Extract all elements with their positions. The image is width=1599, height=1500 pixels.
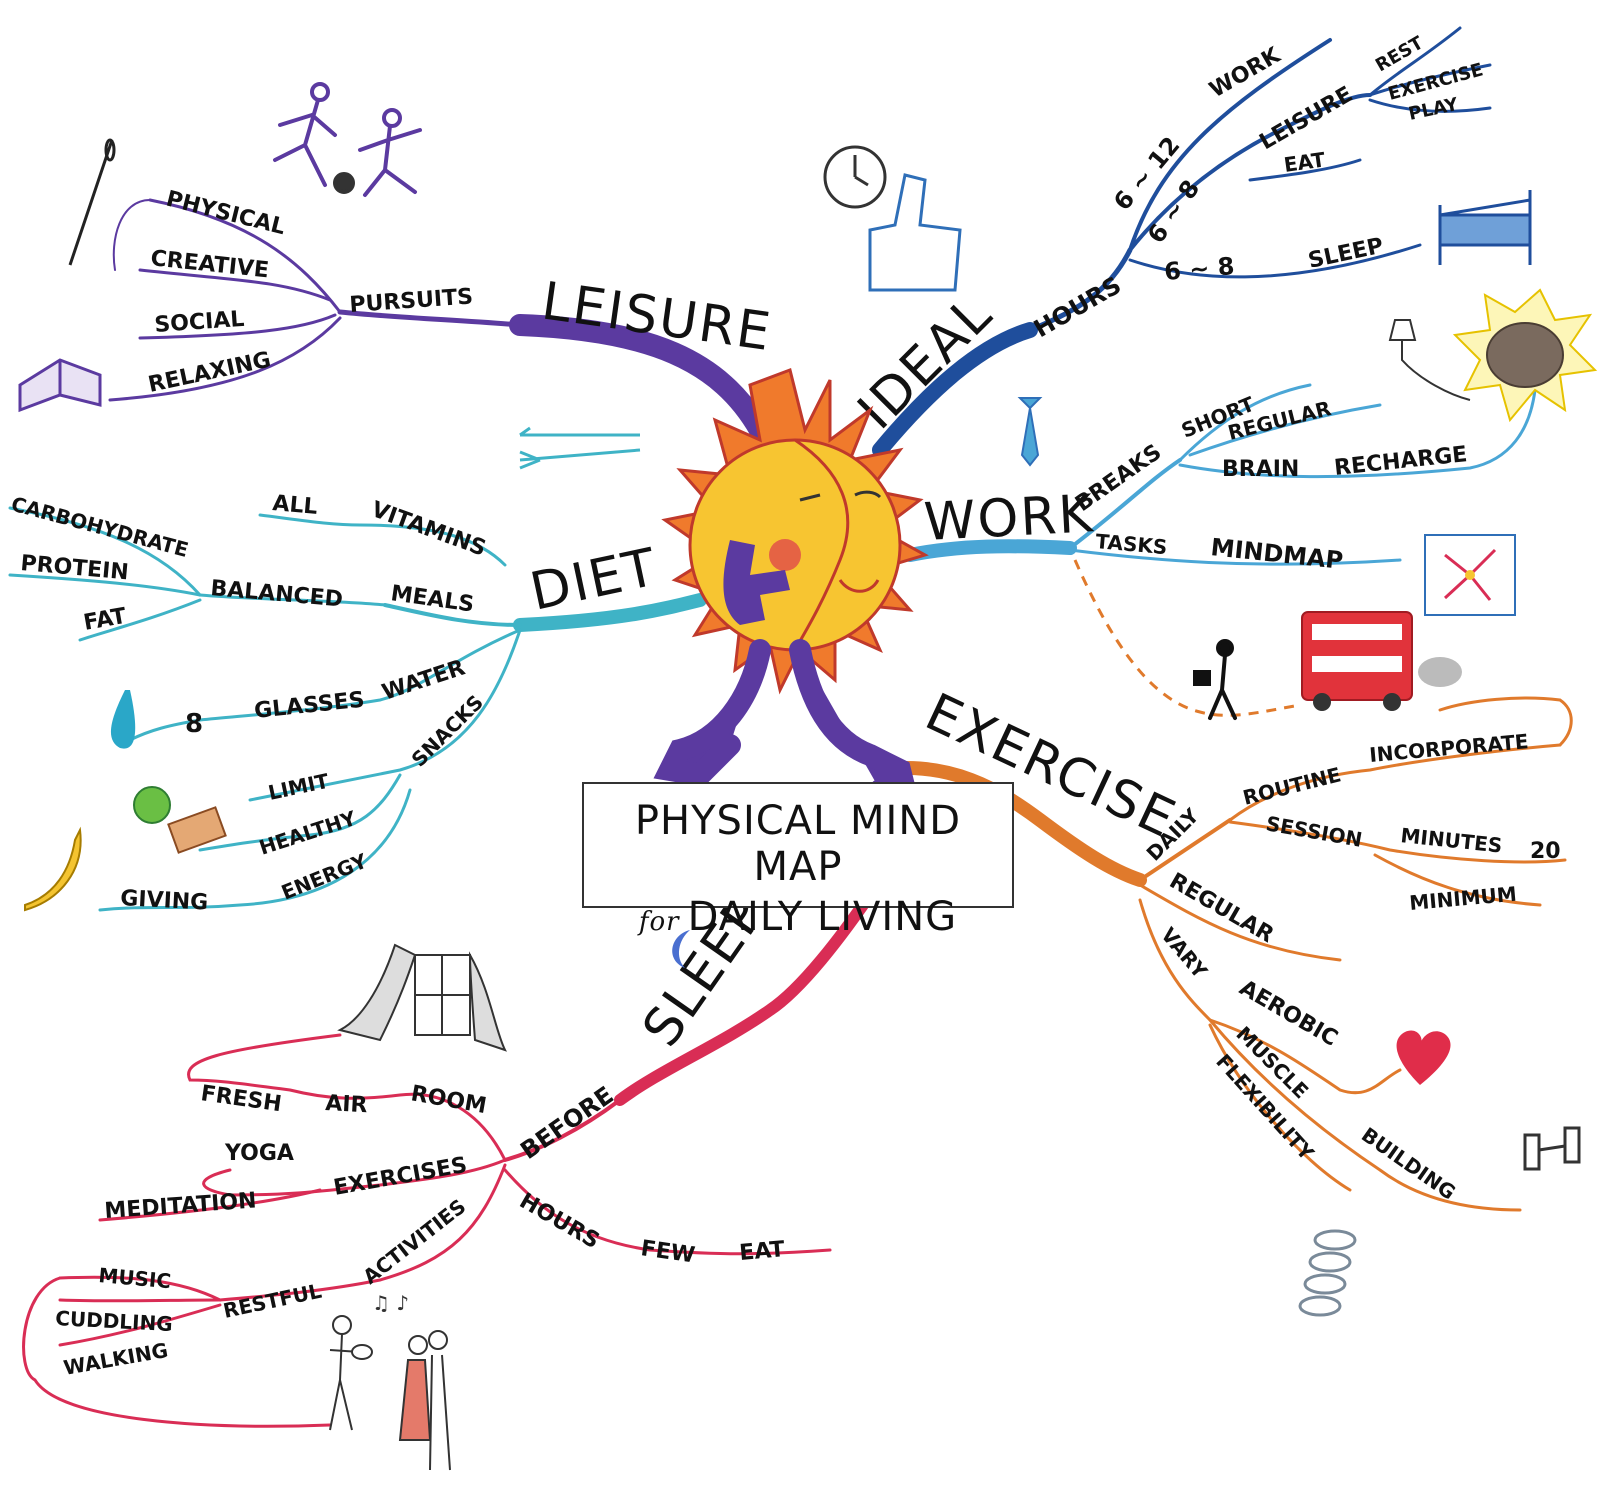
exercise-branch <box>873 696 1573 1212</box>
commute-dashed-line <box>1073 559 1301 717</box>
clock-icon <box>823 145 887 209</box>
rest-label: REST <box>1372 32 1428 76</box>
glasses-label: GLASSES <box>253 688 366 724</box>
musician-icon <box>329 1315 373 1431</box>
music-label: MUSIC <box>98 1263 172 1293</box>
eat-label: EAT <box>738 1237 785 1266</box>
snacks-label: SNACKS <box>407 690 488 771</box>
relaxing-label: RELAXING <box>146 348 273 398</box>
ideal-eat-label: EAT <box>1282 147 1327 177</box>
sleep-branch <box>22 874 886 1428</box>
energy-label: ENERGY <box>278 849 371 905</box>
moon-icon <box>672 930 690 968</box>
giving-label: GIVING <box>120 886 209 916</box>
pursuits-label: PURSUITS <box>349 284 474 318</box>
spring-icon <box>1298 1229 1357 1317</box>
hours-sleep-label: HOURS <box>515 1189 604 1255</box>
air-label: AIR <box>325 1091 368 1118</box>
eight-label: 8 <box>185 709 203 739</box>
minimum-label: MINIMUM <box>1408 882 1517 915</box>
cracker-icon <box>167 806 227 854</box>
walking-label: WALKING <box>62 1338 170 1380</box>
mindmap-thumbnail-icon <box>1424 534 1516 616</box>
knife-fork-icon <box>519 426 641 470</box>
walking-man-icon <box>1193 639 1237 720</box>
sun-character-icon <box>653 368 929 801</box>
balanced-label: BALANCED <box>209 576 343 612</box>
work-branch <box>903 383 1537 566</box>
book-icon <box>18 358 102 413</box>
leisure-branch <box>108 198 771 441</box>
fat-label: FAT <box>82 604 129 636</box>
bus-icon <box>1301 611 1462 711</box>
physical-label: PHYSICAL <box>164 187 288 241</box>
brain-label: BRAIN <box>1222 457 1299 482</box>
title-line1: PHYSICAL MIND MAP <box>634 798 962 890</box>
lamp-icon <box>1388 319 1471 401</box>
dumbbell-icon <box>1523 1126 1581 1171</box>
ideal-sleep-label: SLEEP <box>1306 234 1386 274</box>
yoga-label: YOGA <box>224 1141 294 1166</box>
ideal-work-label: WORK <box>1206 43 1286 104</box>
brain-icon <box>1452 288 1598 423</box>
meditation-label: MEDITATION <box>104 1188 258 1224</box>
couple-icon <box>398 1330 451 1471</box>
exercises-label: EXERCISES <box>332 1153 469 1201</box>
healthy-label: HEALTHY <box>256 806 359 860</box>
session-label: SESSION <box>1264 811 1364 852</box>
mindmap-label: MINDMAP <box>1209 533 1344 575</box>
sleep-range-label: 6 ~ 8 <box>1163 252 1235 286</box>
vary-label: VARY <box>1156 923 1212 984</box>
music-notes-icon: ♫ ♪ <box>372 1291 409 1315</box>
activities-label: ACTIVITIES <box>358 1194 470 1289</box>
ideal-branch <box>872 26 1492 458</box>
limit-label: LIMIT <box>266 769 331 805</box>
cuddling-label: CUDDLING <box>55 1306 174 1336</box>
before-label: BEFORE <box>515 1081 618 1165</box>
all-label: ALL <box>271 491 318 520</box>
restful-label: RESTFUL <box>221 1279 324 1323</box>
routine-label: ROUTINE <box>1240 762 1343 810</box>
few-label: FEW <box>639 1236 696 1268</box>
title-for: for <box>638 907 680 937</box>
title-line2: DAILY LIVING <box>687 894 958 940</box>
apple-icon <box>133 786 171 824</box>
needle-icon <box>68 138 116 266</box>
tie-icon <box>1017 397 1043 467</box>
window-curtains-icon <box>337 943 507 1052</box>
hours-label: HOURS <box>1029 271 1126 343</box>
thumbs-up-icon <box>868 173 962 292</box>
twenty-label: 20 <box>1530 839 1561 864</box>
work-label: WORK <box>923 484 1096 553</box>
bed-icon <box>1438 190 1532 265</box>
heart-icon <box>1396 1030 1451 1085</box>
meals-label: MEALS <box>389 581 475 617</box>
protein-label: PROTEIN <box>19 551 129 585</box>
vitamins-label: VITAMINS <box>368 497 489 561</box>
ideal-leisure-label: LEISURE <box>1256 82 1358 155</box>
room-label: ROOM <box>409 1081 488 1119</box>
banana-icon <box>24 826 82 912</box>
diet-branch <box>8 506 707 912</box>
breaks-label: BREAKS <box>1071 440 1166 517</box>
water-drop-icon <box>110 690 136 749</box>
incorporate-label: INCORPORATE <box>1368 729 1529 767</box>
water-label: WATER <box>379 655 468 705</box>
runners-icon <box>273 82 422 197</box>
